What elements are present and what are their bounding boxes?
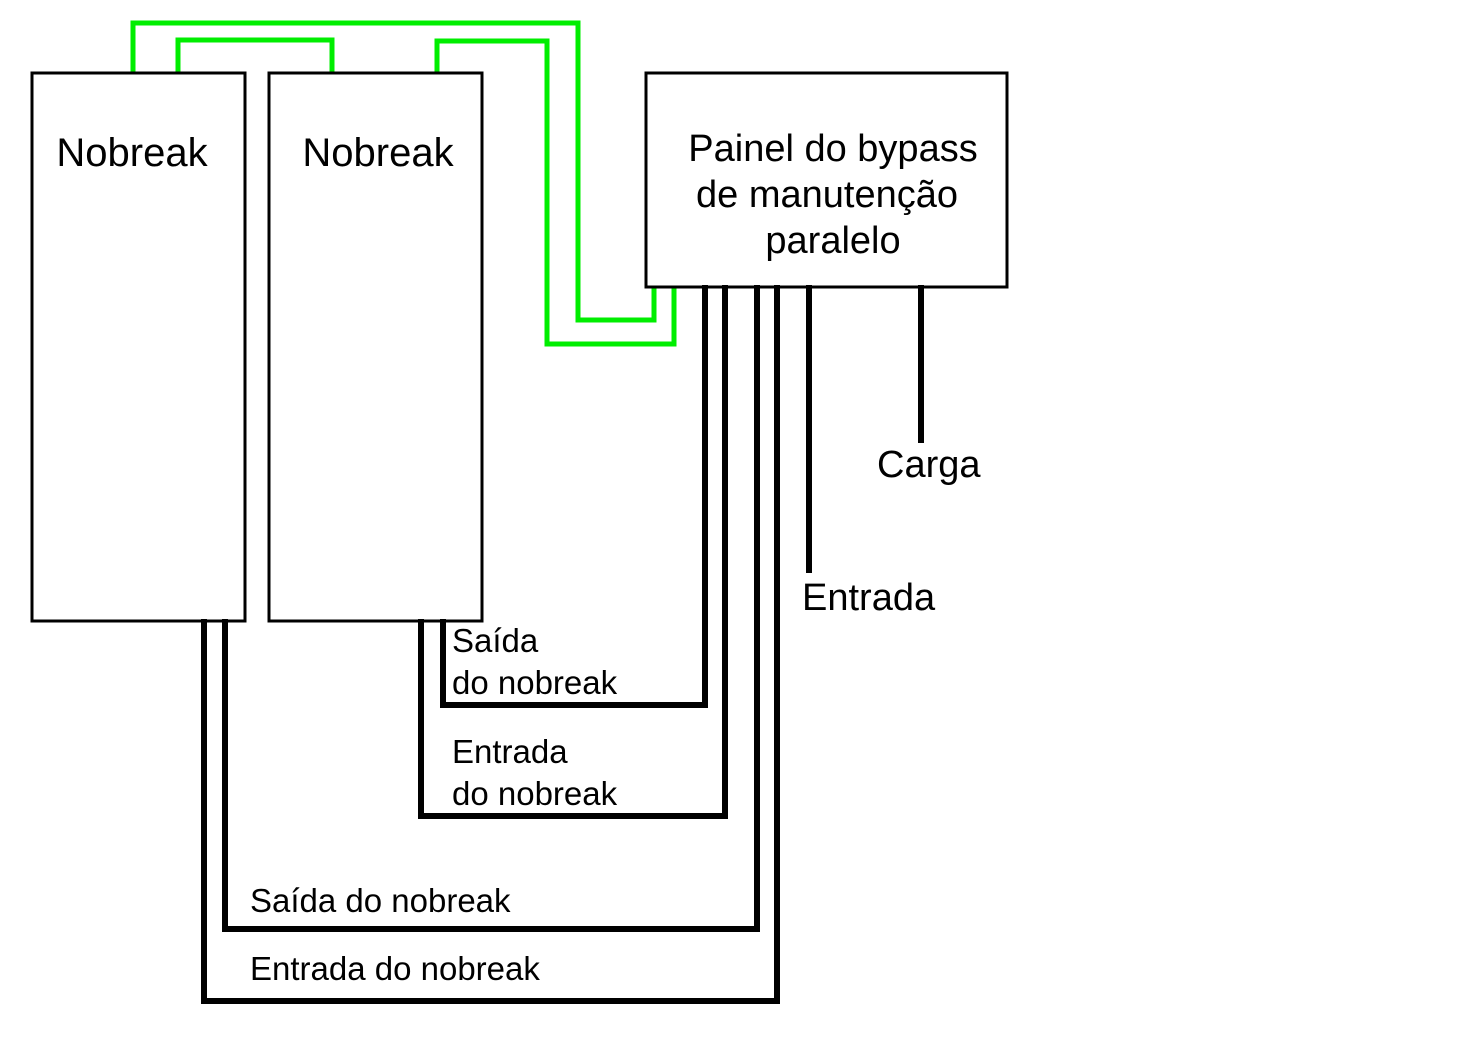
- ups-unit-1: [30, 71, 247, 623]
- ups2-output-label-line-2: do nobreak: [452, 664, 618, 701]
- signal-cable-outer: [130, 20, 657, 323]
- ups1-input-cable: [201, 285, 780, 1004]
- ups2-input-label-line-2: do nobreak: [452, 775, 618, 812]
- parallel-signal-cables: [130, 20, 677, 347]
- signal-cable-ups-link: [175, 37, 335, 73]
- ups1-output-cable: [222, 285, 760, 932]
- ups1-output-label: Saída do nobreak: [250, 882, 511, 919]
- input-label: Entrada: [802, 577, 936, 619]
- ups1-input-label: Entrada do nobreak: [250, 950, 540, 987]
- load-label: Carga: [877, 444, 981, 486]
- bypass-panel-label-line-2: de manutenção: [696, 174, 958, 216]
- ups-unit-2-label: Nobreak: [302, 131, 454, 175]
- bypass-panel: [644, 71, 1009, 289]
- ups2-input-label-line-1: Entrada: [452, 733, 568, 770]
- ups2-output-label-line-1: Saída: [452, 622, 539, 659]
- bypass-panel-label-line-1: Painel do bypass: [688, 128, 977, 170]
- signal-cable-inner: [434, 38, 677, 347]
- ups-unit-2: [267, 71, 484, 623]
- bypass-panel-label-line-3: paralelo: [765, 220, 900, 262]
- ups-unit-1-label: Nobreak: [56, 131, 208, 175]
- power-cables: [201, 285, 924, 1004]
- ups2-output-cable: [440, 285, 708, 708]
- ups2-input-cable: [418, 285, 728, 819]
